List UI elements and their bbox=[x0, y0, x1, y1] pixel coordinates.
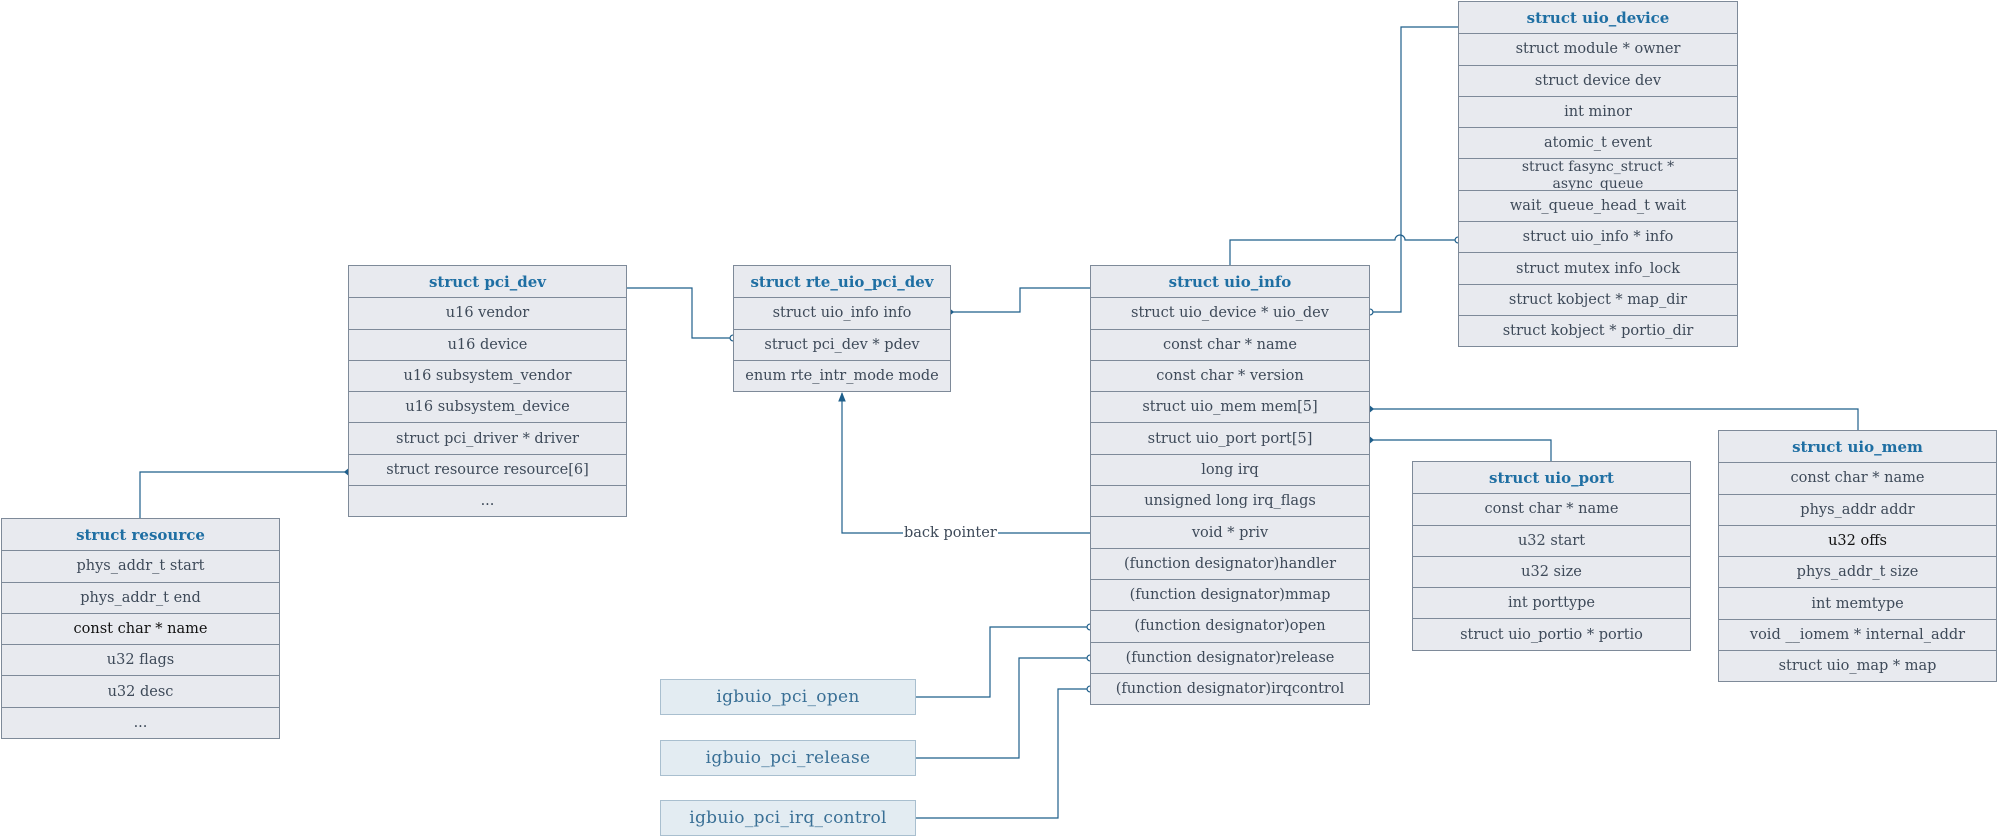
field-vendor: u16 vendor bbox=[349, 297, 626, 328]
struct-pci-dev-title: struct pci_dev bbox=[428, 272, 547, 291]
field-name: const char * name bbox=[1413, 493, 1690, 524]
field-port-array: struct uio_port port[5] bbox=[1091, 422, 1369, 453]
field-info-lock: struct mutex info_lock bbox=[1459, 252, 1737, 283]
field-info: struct uio_info * info bbox=[1459, 221, 1737, 252]
connector-resource bbox=[139, 468, 353, 518]
struct-uio-mem-title: struct uio_mem bbox=[1792, 437, 1923, 456]
field-handler: (function designator)handler bbox=[1091, 547, 1369, 579]
field-name: const char * name bbox=[1719, 462, 1996, 493]
field-resource-array: struct resource resource[6] bbox=[349, 453, 626, 485]
connector-release bbox=[916, 654, 1094, 759]
struct-rte-uio-pci-dev: struct rte_uio_pci_dev struct uio_info i… bbox=[733, 265, 951, 393]
field-ellipsis: ... bbox=[2, 706, 279, 738]
field-end: phys_addr_t end bbox=[2, 581, 279, 613]
connector-uio-dev bbox=[1366, 26, 1458, 316]
field-async-queue: struct fasync_struct * async_queue bbox=[1459, 158, 1737, 190]
struct-uio-info: struct uio_info struct uio_device * uio_… bbox=[1090, 265, 1370, 706]
back-pointer-label: back pointer bbox=[903, 525, 998, 541]
field-portio: struct uio_portio * portio bbox=[1413, 618, 1690, 649]
field-open: (function designator)open bbox=[1091, 610, 1369, 641]
field-map-dir: struct kobject * map_dir bbox=[1459, 283, 1737, 315]
field-driver: struct pci_driver * driver bbox=[349, 422, 626, 453]
field-priv: void * priv bbox=[1091, 516, 1369, 547]
field-start: u32 start bbox=[1413, 524, 1690, 556]
field-ellipsis: ... bbox=[349, 485, 626, 516]
field-irq-flags: unsigned long irq_flags bbox=[1091, 485, 1369, 516]
field-irqcontrol: (function designator)irqcontrol bbox=[1091, 672, 1369, 704]
struct-uio-info-title: struct uio_info bbox=[1168, 272, 1292, 291]
field-wait: wait_queue_head_t wait bbox=[1459, 189, 1737, 221]
struct-resource-title: struct resource bbox=[76, 525, 205, 544]
field-uio-dev: struct uio_device * uio_dev bbox=[1091, 297, 1369, 328]
field-subsystem-vendor: u16 subsystem_vendor bbox=[349, 359, 626, 391]
field-info: struct uio_info info bbox=[734, 297, 950, 328]
field-dev: struct device dev bbox=[1459, 64, 1737, 96]
field-owner: struct module * owner bbox=[1459, 33, 1737, 64]
field-name: const char * name bbox=[1091, 328, 1369, 360]
field-flags: u32 flags bbox=[2, 644, 279, 675]
field-portio-dir: struct kobject * portio_dir bbox=[1459, 314, 1737, 346]
field-desc: u32 desc bbox=[2, 675, 279, 706]
connector-back-pointer bbox=[838, 392, 1090, 534]
connector-pdev bbox=[627, 287, 737, 342]
struct-pci-dev: struct pci_dev u16 vendor u16 device u16… bbox=[348, 265, 627, 518]
field-size: u32 size bbox=[1413, 555, 1690, 587]
field-start: phys_addr_t start bbox=[2, 550, 279, 581]
struct-rte-uio-pci-dev-title: struct rte_uio_pci_dev bbox=[750, 272, 934, 291]
struct-uio-port: struct uio_port const char * name u32 st… bbox=[1412, 461, 1691, 651]
field-mode: enum rte_intr_mode mode bbox=[734, 359, 950, 391]
field-offs: u32 offs bbox=[1719, 524, 1996, 556]
field-porttype: int porttype bbox=[1413, 587, 1690, 618]
function-igbuio-pci-open: igbuio_pci_open bbox=[660, 679, 916, 715]
field-version: const char * version bbox=[1091, 359, 1369, 391]
struct-uio-port-title: struct uio_port bbox=[1489, 468, 1614, 487]
field-irq: long irq bbox=[1091, 453, 1369, 485]
struct-uio-device-title: struct uio_device bbox=[1526, 8, 1670, 27]
connector-irq-control bbox=[916, 685, 1094, 819]
field-name: const char * name bbox=[2, 612, 279, 644]
field-minor: int minor bbox=[1459, 95, 1737, 127]
connector-uio-info-to-device bbox=[1229, 234, 1462, 265]
connector-mem bbox=[1365, 405, 1859, 430]
field-release: (function designator)release bbox=[1091, 641, 1369, 673]
struct-uio-device: struct uio_device struct module * owner … bbox=[1458, 1, 1738, 348]
field-event: atomic_t event bbox=[1459, 127, 1737, 158]
field-memtype: int memtype bbox=[1719, 587, 1996, 618]
field-mem-array: struct uio_mem mem[5] bbox=[1091, 391, 1369, 422]
connector-open bbox=[916, 623, 1094, 698]
connector-info bbox=[945, 287, 1090, 316]
struct-uio-mem: struct uio_mem const char * name phys_ad… bbox=[1718, 430, 1997, 683]
field-device: u16 device bbox=[349, 328, 626, 360]
field-internal-addr: void __iomem * internal_addr bbox=[1719, 618, 1996, 650]
function-igbuio-pci-release: igbuio_pci_release bbox=[660, 740, 916, 776]
struct-resource: struct resource phys_addr_t start phys_a… bbox=[1, 518, 280, 740]
connector-port bbox=[1365, 436, 1552, 461]
field-map: struct uio_map * map bbox=[1719, 650, 1996, 681]
function-igbuio-pci-irq-control: igbuio_pci_irq_control bbox=[660, 800, 916, 836]
field-size: phys_addr_t size bbox=[1719, 556, 1996, 587]
field-mmap: (function designator)mmap bbox=[1091, 578, 1369, 610]
field-subsystem-device: u16 subsystem_device bbox=[349, 391, 626, 422]
field-pdev: struct pci_dev * pdev bbox=[734, 328, 950, 360]
field-addr: phys_addr addr bbox=[1719, 493, 1996, 525]
